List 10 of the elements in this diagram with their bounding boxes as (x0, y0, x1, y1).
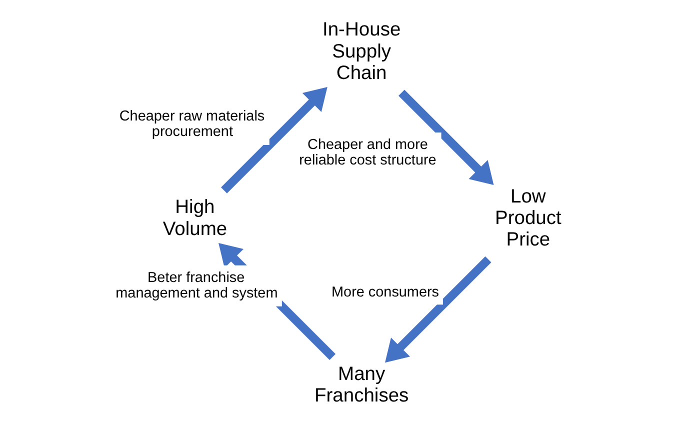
arrow (385, 256, 492, 363)
edge-label: More consumers (332, 284, 440, 300)
edge-label: Cheaper raw materials procurement (119, 108, 265, 140)
node-text: Low Product Price (494, 186, 562, 251)
edge-label: Cheaper and more reliable cost structure (299, 136, 436, 169)
arrow (398, 90, 494, 185)
edge-label: Beter franchise management and system (116, 270, 278, 302)
node-text: Many Franchises (314, 364, 409, 406)
node-text: In-House Supply Chain (322, 20, 401, 84)
node-text: High Volume (162, 197, 228, 240)
